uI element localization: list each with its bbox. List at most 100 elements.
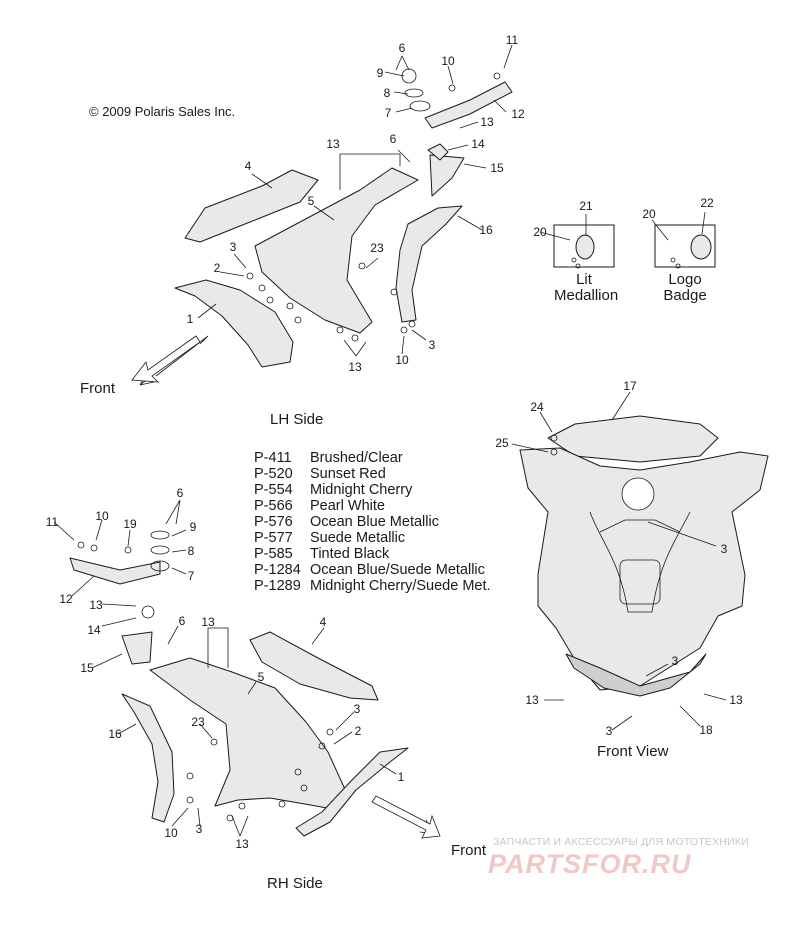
callout-number: 13 [525, 693, 539, 707]
front-view-hull-outline [519, 447, 769, 691]
callout-number: 23 [191, 715, 205, 729]
callout-number: 1 [186, 312, 194, 326]
callout-number: 3 [671, 654, 679, 668]
callout-number: 21 [579, 199, 593, 213]
part-4-lh-trim-panel [184, 169, 319, 243]
callout-number: 13 [201, 615, 215, 629]
part-17-front-cowl [547, 415, 719, 463]
part-14-lh-grommet [427, 143, 449, 161]
part-16-lh-trim-strip [395, 205, 463, 323]
callout-number: 14 [471, 137, 485, 151]
callout-number: 4 [319, 615, 327, 629]
callout-number: 3 [605, 724, 613, 738]
lit-medallion-caption: Lit Medallion [554, 271, 619, 304]
callout-number: 8 [383, 86, 391, 100]
callout-number: 16 [108, 727, 122, 741]
callout-number: 10 [164, 826, 178, 840]
part-15-lh-small-cover [429, 154, 465, 197]
lh-side-caption: LH Side [270, 411, 324, 428]
part-22-badge [690, 234, 712, 260]
callout-number: 10 [441, 54, 455, 68]
part-12-lh-mount-rail [424, 81, 513, 129]
callout-number: 25 [495, 436, 509, 450]
callout-number: 5 [307, 194, 315, 208]
callout-number: 22 [700, 196, 714, 210]
callout-number: 16 [479, 223, 493, 237]
callout-number: 11 [505, 33, 519, 47]
copyright-notice: © 2009 Polaris Sales Inc. [89, 104, 236, 119]
lit-medallion-box [553, 224, 615, 268]
callout-number: 11 [45, 515, 59, 529]
callout-number: 15 [490, 161, 504, 175]
part-5-rh-side-panel [149, 657, 349, 811]
lh-front-arrow [131, 335, 201, 383]
callout-number: 12 [511, 107, 525, 121]
callout-number: 9 [189, 520, 197, 534]
callout-number: 4 [244, 159, 252, 173]
rh-side-caption: RH Side [267, 875, 323, 892]
part-1-rh-handle-bracket [295, 747, 409, 837]
callout-number: 3 [720, 542, 728, 556]
callout-number: 1 [397, 770, 405, 784]
callout-number: 7 [187, 569, 195, 583]
logo-badge-caption: Logo Badge [663, 271, 707, 304]
callout-number: 6 [389, 132, 397, 146]
callout-number: 13 [480, 115, 494, 129]
callout-number: 13 [729, 693, 743, 707]
watermark-logo: PARTSFOR.RU [488, 849, 692, 879]
callout-number: 5 [257, 670, 265, 684]
part-12-rh-mount-rail [69, 557, 161, 585]
callout-number: 20 [642, 207, 656, 221]
callout-number: 18 [699, 723, 713, 737]
callout-number: 13 [326, 137, 340, 151]
callout-number: 13 [89, 598, 103, 612]
part-18-front-bumper [565, 653, 707, 697]
watermark-caption: ЗАПЧАСТИ И АКСЕССУАРЫ ДЛЯ МОТОТЕХНИКИ [493, 836, 749, 848]
part-21-medallion [575, 234, 595, 260]
part-15-rh-small-cover [121, 631, 153, 665]
part-4-rh-trim-panel [249, 631, 379, 701]
callout-number: 9 [376, 66, 384, 80]
lh-front-label: Front [80, 380, 116, 397]
part-1-lh-handle-bracket [174, 279, 294, 368]
callout-number: 13 [348, 360, 362, 374]
front-view-caption: Front View [597, 743, 669, 760]
callout-number: 2 [354, 724, 362, 738]
callout-number: 7 [384, 106, 392, 120]
callout-number: 14 [87, 623, 101, 637]
callout-number: 8 [187, 544, 195, 558]
callout-number: 13 [235, 837, 249, 851]
callout-number: 12 [59, 592, 73, 606]
callout-number: 17 [623, 379, 637, 393]
callout-number: 10 [395, 353, 409, 367]
rh-front-arrow [371, 795, 441, 839]
part-16-rh-trim-strip [121, 693, 175, 823]
callout-number: 6 [178, 614, 186, 628]
callout-number: 6 [176, 486, 184, 500]
callout-number: 23 [370, 241, 384, 255]
callout-number: 3 [195, 822, 203, 836]
callout-number: 2 [213, 261, 221, 275]
rh-front-label: Front [451, 842, 487, 859]
callout-number: 3 [428, 338, 436, 352]
part-5-lh-side-panel [254, 167, 419, 334]
callout-number: 6 [398, 41, 406, 55]
callout-number: 19 [123, 517, 137, 531]
callout-number: 20 [533, 225, 547, 239]
callout-number: 15 [80, 661, 94, 675]
callout-number: 10 [95, 509, 109, 523]
callout-number: 24 [530, 400, 544, 414]
callout-number: 3 [229, 240, 237, 254]
